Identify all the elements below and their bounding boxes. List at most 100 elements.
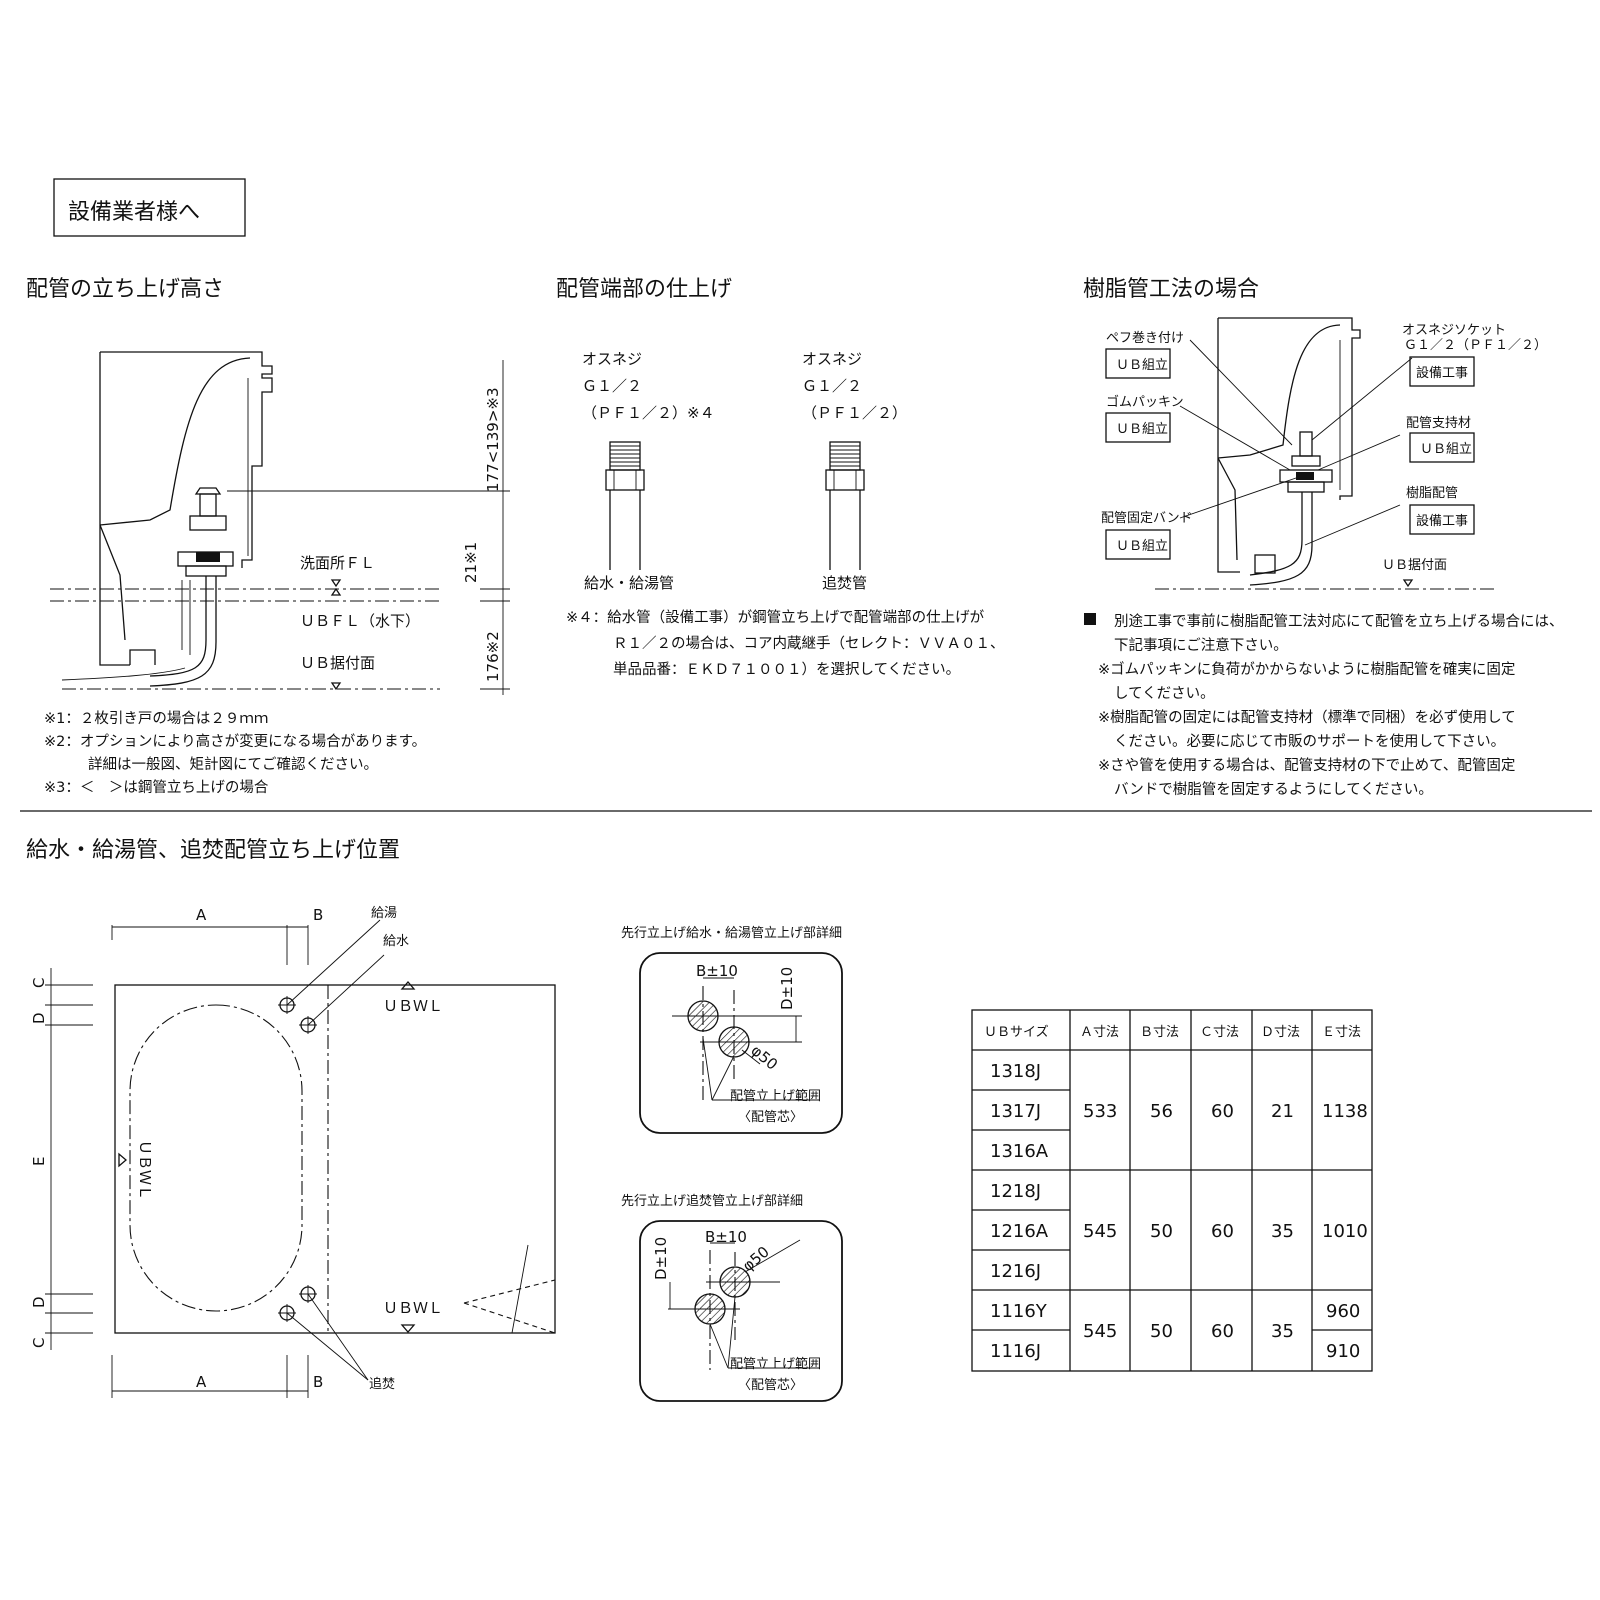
- table-g2-c: 60: [1211, 1221, 1234, 1242]
- riser-note-1: ※1：２枚引き戸の場合は２９ｍｍ: [44, 710, 268, 727]
- plan-left-d-bottom: D: [30, 1296, 48, 1308]
- tub-plan-view: [45, 919, 556, 1398]
- resin-pipe-diagram: [1105, 317, 1495, 590]
- table-header-c: Ｃ寸法: [1200, 1025, 1239, 1040]
- detail2-d-label: D±10: [652, 1237, 670, 1280]
- table-g2-a: 545: [1083, 1221, 1117, 1242]
- pipe-end-heading: 配管端部の仕上げ: [556, 277, 732, 302]
- callout-band-box: ＵＢ組立: [1116, 539, 1168, 554]
- detail2-center-label: 〈配管芯〉: [738, 1378, 803, 1393]
- detail2-range-label: 配管立上げ範囲: [730, 1357, 821, 1372]
- pipe-end-note-1: ※４：給水管（設備工事）が鋼管立ち上げで配管端部の仕上げが: [566, 609, 985, 626]
- resin-note-4: してください。: [1114, 685, 1215, 702]
- table-g2-d: 35: [1271, 1221, 1294, 1242]
- detail1-title: 先行立上げ給水・給湯管立上げ部詳細: [621, 925, 842, 941]
- riser-note-3: 詳細は一般図、矩計図にてご確認ください。: [88, 756, 378, 773]
- table-g1-a: 533: [1083, 1101, 1117, 1122]
- callout-support-label: 配管支持材: [1406, 416, 1471, 431]
- table-size-1216j: 1216J: [990, 1261, 1041, 1282]
- plan-left-c-bottom: C: [30, 1338, 48, 1348]
- table-g1-b: 56: [1150, 1101, 1173, 1122]
- resin-note-2: 下記事項にご注意下さい。: [1114, 636, 1288, 654]
- dimension-table: [971, 1009, 1373, 1372]
- plan-ubwl-side: ＵＢＷＬ: [136, 1140, 154, 1200]
- pipe-end-left-line3: （ＰＦ１／２）※４: [582, 404, 715, 422]
- pipe-fitting-left: [605, 441, 645, 570]
- table-header-e: Ｅ寸法: [1322, 1025, 1361, 1040]
- pipe-end-note-3: 単品品番：ＥＫＤ７１００１）を選択してください。: [613, 661, 960, 678]
- riser-note-4: ※3：＜ ＞は鋼管立ち上げの場合: [44, 779, 269, 796]
- table-g1-d: 21: [1271, 1101, 1294, 1122]
- callout-rubber-label: ゴムパッキン: [1106, 394, 1184, 410]
- title-box-text: 設備業者様へ: [68, 200, 200, 225]
- pipe-fitting-right: [825, 441, 865, 570]
- position-heading: 給水・給湯管、追焚配管立ち上げ位置: [26, 838, 400, 863]
- resin-note-bullet: [1084, 613, 1096, 625]
- plan-left-c-top: C: [30, 978, 48, 988]
- table-g2-b: 50: [1150, 1221, 1173, 1242]
- plan-bottom-b: B: [313, 1373, 323, 1391]
- table-g1-e: 1138: [1322, 1101, 1368, 1122]
- table-header-b: Ｂ寸法: [1140, 1025, 1179, 1040]
- plan-top-b: B: [313, 906, 323, 924]
- table-header-d: Ｄ寸法: [1261, 1025, 1300, 1040]
- resin-note-5: ※樹脂配管の固定には配管支持材（標準で同梱）を必ず使用して: [1098, 709, 1516, 726]
- riser-height-heading: 配管の立ち上げ高さ: [26, 277, 224, 302]
- table-g3-c: 60: [1211, 1321, 1234, 1342]
- resin-ub-install-label: ＵＢ据付面: [1382, 558, 1447, 573]
- callout-resin-label: 樹脂配管: [1406, 486, 1458, 501]
- plan-ubwl-bottom: ＵＢＷＬ: [383, 1299, 443, 1317]
- detail1-box: [639, 952, 843, 1134]
- detail2-box: [639, 1220, 843, 1402]
- plan-left-e: E: [30, 1157, 48, 1166]
- pipe-end-note-2: Ｒ１／２の場合は、コア内蔵継手（セレクト：ＶＶＡ０１、: [613, 635, 1005, 652]
- detail1-range-label: 配管立上げ範囲: [730, 1089, 821, 1104]
- callout-pef-label: ペフ巻き付け: [1106, 331, 1184, 346]
- table-size-1318j: 1318J: [990, 1061, 1041, 1082]
- table-size-1317j: 1317J: [990, 1101, 1041, 1122]
- callout-rubber-box: ＵＢ組立: [1116, 422, 1168, 437]
- callout-pef-box: ＵＢ組立: [1116, 358, 1168, 373]
- table-g3-b: 50: [1150, 1321, 1173, 1342]
- pipe-end-right-caption: 追焚管: [822, 574, 867, 592]
- resin-note-3: ※ゴムパッキンに負荷がかからないように樹脂配管を確実に固定: [1098, 660, 1515, 678]
- table-size-1116j: 1116J: [990, 1341, 1041, 1362]
- pipe-end-left-caption: 給水・給湯管: [584, 574, 674, 592]
- table-g3-e-2: 910: [1326, 1341, 1360, 1362]
- pipe-end-left-line2: Ｇ１／２: [582, 377, 642, 395]
- table-g3-e-1: 960: [1326, 1301, 1360, 1322]
- title-box: [53, 178, 246, 237]
- plan-cold-label: 給水: [383, 934, 409, 949]
- detail2-b-label: B±10: [705, 1228, 747, 1246]
- riser-height-diagram: [50, 351, 510, 695]
- table-header-size: ＵＢサイズ: [984, 1024, 1049, 1040]
- pipe-end-left-line1: オスネジ: [582, 350, 642, 368]
- washroom-fl-label: 洗面所ＦＬ: [300, 554, 375, 572]
- pipe-end-right-line1: オスネジ: [802, 350, 862, 368]
- detail1-b-label: B±10: [696, 962, 738, 980]
- detail1-center-label: 〈配管芯〉: [738, 1110, 803, 1125]
- callout-socket-label: オスネジソケット: [1402, 323, 1506, 338]
- table-g3-a: 545: [1083, 1321, 1117, 1342]
- table-size-1316a: 1316A: [990, 1141, 1049, 1162]
- detail2-title: 先行立上げ追焚管立上げ部詳細: [621, 1193, 803, 1209]
- table-size-1116y: 1116Y: [990, 1301, 1048, 1322]
- plan-hot-label: 給湯: [371, 906, 397, 921]
- plan-reheat-label: 追焚: [369, 1376, 395, 1392]
- pipe-end-right-line2: Ｇ１／２: [802, 377, 862, 395]
- table-g3-d: 35: [1271, 1321, 1294, 1342]
- ubfl-label: ＵＢＦＬ（水下）: [300, 612, 420, 630]
- table-size-1216a: 1216A: [990, 1221, 1049, 1242]
- resin-note-8: バンドで樹脂管を固定するようにしてください。: [1114, 781, 1433, 798]
- plan-ubwl-top: ＵＢＷＬ: [383, 997, 443, 1015]
- resin-note-6: ください。必要に応じて市販のサポートを使用して下さい。: [1114, 733, 1505, 750]
- plan-bottom-a: A: [196, 1373, 207, 1391]
- resin-pipe-heading: 樹脂管工法の場合: [1083, 277, 1259, 302]
- table-header-a: Ａ寸法: [1080, 1025, 1119, 1040]
- dim-bot-label: 176※2: [484, 631, 502, 682]
- callout-support-box: ＵＢ組立: [1420, 442, 1472, 457]
- dim-top-label: 177<139>※3: [484, 387, 502, 492]
- callout-socket-box: 設備工事: [1416, 365, 1468, 381]
- resin-note-1: 別途工事で事前に樹脂配管工法対応にて配管を立ち上げる場合には、: [1114, 613, 1564, 630]
